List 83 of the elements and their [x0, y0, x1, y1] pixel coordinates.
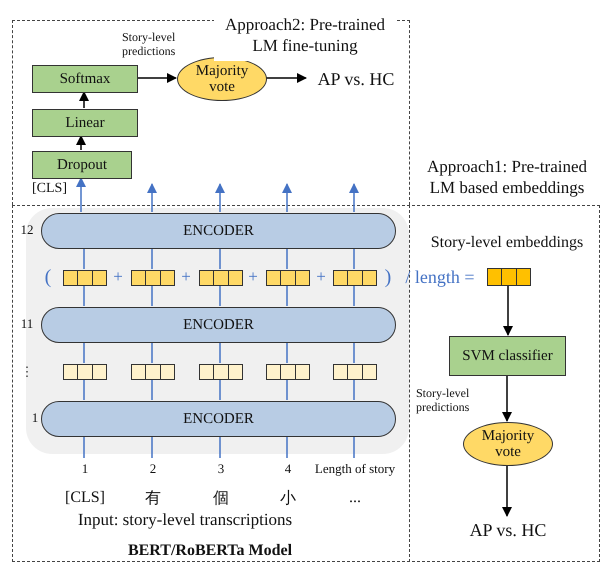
- formula-symbol: +: [180, 266, 192, 288]
- encoder-layer: ENCODER: [41, 401, 396, 437]
- output-label: AP vs. HC: [307, 67, 405, 91]
- connector-line: [286, 285, 288, 306]
- position-number: Length of story: [314, 461, 396, 477]
- classifier-box: SVM classifier: [449, 336, 566, 376]
- connector-line: [286, 342, 288, 363]
- model-title: BERT/RoBERTa Model: [126, 541, 294, 561]
- connector-line: [83, 342, 85, 363]
- layer-box: Linear: [32, 109, 138, 137]
- vote-ellipse: Majority vote: [463, 422, 553, 466]
- arrow: [266, 73, 307, 83]
- embedding-vector: [266, 364, 310, 380]
- connector-line: [83, 285, 85, 306]
- layer-box: Softmax: [32, 65, 138, 93]
- connector-line: [219, 379, 221, 400]
- position-number: 1: [80, 461, 90, 477]
- connector-line: [83, 248, 85, 269]
- arrow: [76, 177, 86, 212]
- position-number: 3: [216, 461, 226, 477]
- embedding-vector: [63, 364, 107, 380]
- input-caption: Input: story-level transcriptions: [76, 509, 294, 531]
- formula-symbol: +: [247, 266, 259, 288]
- arrow: [76, 135, 86, 150]
- connector-line: [353, 285, 355, 306]
- embedding-vector: [266, 270, 310, 286]
- arrow: [349, 183, 359, 212]
- connector-line: [151, 248, 153, 269]
- layer-number: 1: [30, 410, 40, 426]
- input-token: 小: [279, 488, 297, 508]
- arrow: [502, 465, 512, 517]
- input-token: 有: [144, 488, 162, 508]
- layer-number: 11: [20, 316, 34, 332]
- formula-symbol: +: [315, 266, 327, 288]
- dashed-region: [12, 205, 600, 562]
- connector-line: [353, 248, 355, 269]
- connector-line: [219, 285, 221, 306]
- ellipsis-mark: ⋮: [22, 363, 32, 381]
- arrow: [282, 183, 292, 212]
- connector-line: [151, 342, 153, 363]
- input-token: 個: [212, 488, 230, 508]
- layer-box: Dropout: [32, 151, 132, 179]
- caption-text: Story-level embeddings: [430, 233, 584, 253]
- arrow: [147, 183, 157, 212]
- arrow: [215, 183, 225, 212]
- layer-number: 12: [20, 222, 34, 238]
- connector-line: [83, 379, 85, 400]
- encoder-layer: ENCODER: [41, 213, 396, 249]
- connector-line: [151, 379, 153, 400]
- connector-line: [286, 436, 288, 458]
- connector-line: [353, 379, 355, 400]
- connector-line: [353, 436, 355, 458]
- formula-symbol: +: [112, 266, 124, 288]
- embedding-vector: [333, 270, 377, 286]
- embedding-vector: [487, 268, 531, 286]
- arrow: [503, 285, 513, 336]
- formula-symbol: ): [384, 265, 392, 289]
- input-token: ...: [348, 488, 362, 508]
- embedding-vector: [333, 364, 377, 380]
- vote-ellipse: Majority vote: [177, 57, 267, 101]
- connector-line: [286, 248, 288, 269]
- formula-symbol: (: [44, 265, 52, 289]
- arrow: [79, 91, 89, 108]
- formula-symbol: / length =: [404, 266, 476, 289]
- embedding-vector: [131, 364, 175, 380]
- connector-line: [286, 379, 288, 400]
- output-label: AP vs. HC: [459, 517, 557, 543]
- connector-line: [219, 342, 221, 363]
- arrow: [137, 73, 177, 83]
- connector-line: [83, 436, 85, 458]
- input-token: [CLS]: [64, 488, 106, 508]
- embedding-vector: [131, 270, 175, 286]
- arrow: [502, 375, 512, 422]
- encoder-layer: ENCODER: [41, 307, 396, 343]
- connector-line: [353, 342, 355, 363]
- connector-line: [219, 436, 221, 458]
- embedding-vector: [199, 270, 243, 286]
- connector-line: [219, 248, 221, 269]
- embedding-vector: [63, 270, 107, 286]
- connector-line: [151, 436, 153, 458]
- embedding-vector: [199, 364, 243, 380]
- position-number: 2: [148, 461, 158, 477]
- connector-line: [151, 285, 153, 306]
